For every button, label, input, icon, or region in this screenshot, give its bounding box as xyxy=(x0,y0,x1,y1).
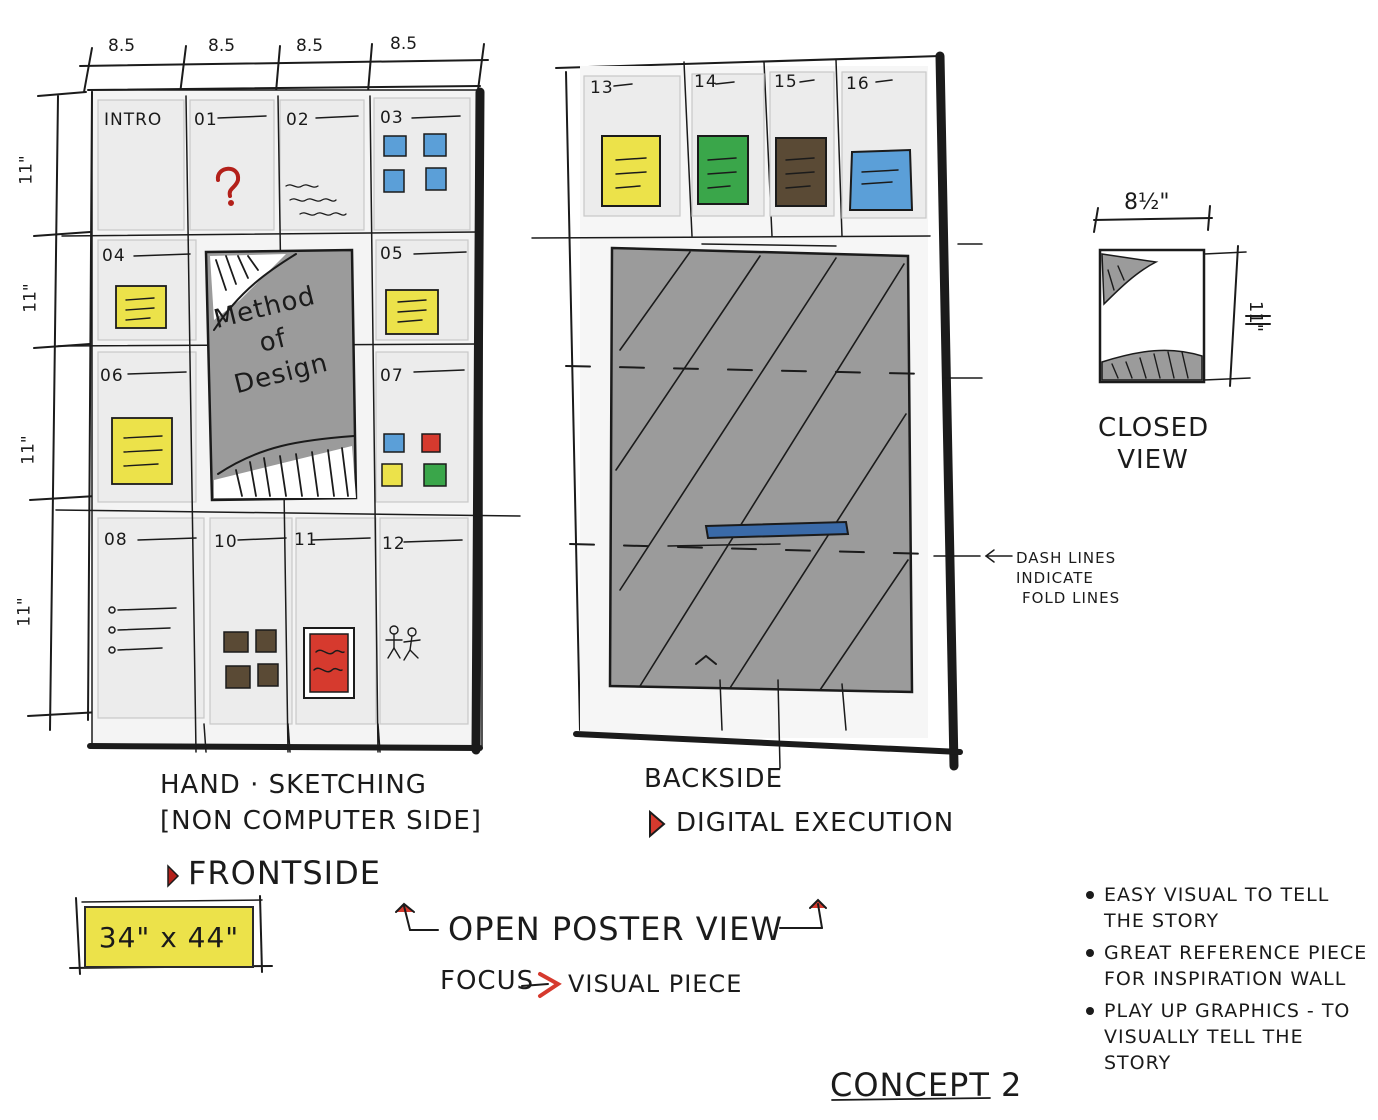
back-cell-label-13: 13 xyxy=(590,78,614,98)
cell-label-10: 10 xyxy=(214,532,238,552)
cell-label-03: 03 xyxy=(380,108,404,128)
closed-caption-line-2: VIEW xyxy=(1098,444,1208,476)
cell-label-intro: INTRO xyxy=(104,110,162,130)
digital-execution-label: DIGITAL EXECUTION xyxy=(676,808,954,838)
front-dim-side-1: 11" xyxy=(17,155,37,184)
front-dim-top-3: 8.5 xyxy=(296,36,323,56)
cell-label-12: 12 xyxy=(382,534,406,554)
front-caption-line-2: [NON COMPUTER SIDE] xyxy=(160,806,482,836)
front-dim-top-4: 8.5 xyxy=(390,34,417,54)
fold-note-line-1: DASH LINES xyxy=(1016,548,1120,568)
frontside-label: FRONTSIDE xyxy=(188,854,381,892)
back-cell-label-16: 16 xyxy=(846,74,870,94)
cell-label-02: 02 xyxy=(286,110,310,130)
cell-label-06: 06 xyxy=(100,366,124,386)
front-dim-top-1: 8.5 xyxy=(108,36,135,56)
benefit-item-2: Great reference piece for inspiration wa… xyxy=(1084,940,1374,992)
front-dim-side-2: 11" xyxy=(21,283,41,312)
closed-caption-line-1: CLOSED xyxy=(1098,412,1208,444)
open-poster-view-label: OPEN POSTER VIEW xyxy=(448,910,783,948)
cell-label-07: 07 xyxy=(380,366,404,386)
closed-dim-width: 8½" xyxy=(1124,190,1169,215)
fold-note-line-3: FOLD LINES xyxy=(1016,588,1120,608)
cell-label-11: 11 xyxy=(294,530,318,550)
concept-label: CONCEPT 2 xyxy=(830,1066,1022,1104)
cell-label-08: 08 xyxy=(104,530,128,550)
cell-label-01: 01 xyxy=(194,110,218,130)
back-cell-label-15: 15 xyxy=(774,72,798,92)
closed-dim-height: 11" xyxy=(1245,301,1266,332)
poster-size-badge: 34" x 44" xyxy=(84,906,254,968)
benefit-item-1: Easy visual to tell the story xyxy=(1084,882,1374,934)
cell-label-05: 05 xyxy=(380,244,404,264)
backside-label: BACKSIDE xyxy=(644,764,783,794)
benefits-list: Easy visual to tell the story Great refe… xyxy=(1084,882,1374,1082)
front-dim-side-4: 11" xyxy=(15,597,35,626)
fold-lines-note: DASH LINES INDICATE FOLD LINES xyxy=(1016,548,1120,608)
fold-note-line-2: INDICATE xyxy=(1016,568,1120,588)
back-cell-label-14: 14 xyxy=(694,72,718,92)
front-dim-top-2: 8.5 xyxy=(208,36,235,56)
focus-target-label: VISUAL PIECE xyxy=(568,970,742,998)
focus-label: FOCUS xyxy=(440,966,534,996)
front-dim-side-3: 11" xyxy=(19,435,39,464)
front-caption-line-1: HAND · SKETCHING xyxy=(160,770,427,800)
benefit-item-3: Play up graphics - to visually tell the … xyxy=(1084,998,1374,1076)
cell-label-04: 04 xyxy=(102,246,126,266)
closed-view-caption: CLOSED VIEW xyxy=(1098,412,1208,476)
